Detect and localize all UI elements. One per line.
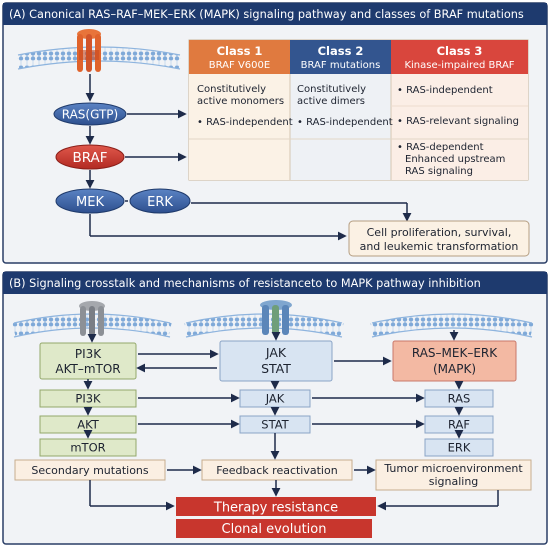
class-2-header: Class 2 BRAF mutations [290, 40, 391, 74]
jak-header-line-1: JAK [265, 345, 287, 360]
mtor-item: mTOR [39, 438, 137, 457]
outcome-line-2: and leukemic transformation [360, 240, 519, 253]
clonal-evolution-box: Clonal evolution [176, 519, 372, 538]
therapy-resistance-label: Therapy resistance [213, 501, 338, 516]
class-1-line-2: active monomers [197, 96, 284, 107]
secondary-mutations-label: Secondary mutations [31, 464, 149, 477]
secondary-mutations-box: Secondary mutations [14, 459, 166, 481]
raf-item: RAF [424, 415, 494, 434]
tumor-microenvironment-box: Tumor microenvironment signaling [375, 459, 532, 491]
erk-node: ERK [129, 188, 191, 214]
panel-b-header-bar [3, 272, 547, 294]
class-3-bullet-1: • RAS-independent [397, 85, 493, 96]
ras-gtp-node: RAS(GTP) [53, 102, 127, 126]
ras-item: RAS [424, 389, 494, 408]
clonal-evolution-label: Clonal evolution [222, 522, 327, 537]
akt-item-label: AKT [77, 418, 100, 432]
class-1-line-1: Constitutively [197, 84, 266, 95]
pi3k-item: PI3K [39, 389, 137, 408]
panel-b: (B) Signaling crosstalk and mechanisms o… [2, 271, 548, 545]
akt-item: AKT [39, 415, 137, 434]
class-3-header: Class 3 Kinase-impaired BRAF [391, 40, 528, 74]
ras-item-label: RAS [448, 392, 471, 406]
class-2-title: Class 2 [318, 44, 364, 58]
braf-label: BRAF [72, 150, 107, 166]
class-2-line-2: active dimers [297, 96, 365, 107]
class-1-subtitle: BRAF V600E [209, 60, 270, 71]
tme-line-2: signaling [429, 475, 479, 488]
stat-item-label: STAT [261, 418, 289, 432]
outcome-line-1: Cell proliferation, survival, [367, 226, 512, 239]
jak-item-label: JAK [265, 392, 285, 406]
raf-item-label: RAF [448, 418, 470, 432]
receptor-gray-icon [79, 301, 105, 336]
mek-label: MEK [76, 195, 104, 210]
pi3k-akt-mtor-box: PI3K AKT–mTOR [39, 342, 137, 380]
panel-b-title: (B) Signaling crosstalk and mechanisms o… [9, 277, 481, 290]
pi3k-item-label: PI3K [75, 392, 101, 406]
mapk-header-box: RAS–MEK–ERK (MAPK) [392, 340, 517, 382]
proliferation-outcome-box: Cell proliferation, survival, and leukem… [348, 220, 530, 257]
feedback-reactivation-label: Feedback reactivation [216, 464, 337, 477]
therapy-resistance-box: Therapy resistance [176, 497, 376, 516]
erk-label: ERK [147, 195, 173, 210]
mapk-header-line-1: RAS–MEK–ERK [412, 346, 498, 360]
receptor-icon [77, 29, 101, 72]
braf-class-table: Class 1 BRAF V600E Class 2 BRAF mutation… [188, 39, 529, 181]
class-3-subtitle: Kinase-impaired BRAF [404, 60, 514, 71]
class-3-bullet-3: • RAS-dependent [397, 142, 484, 153]
receptor-jak-icon [260, 300, 292, 335]
mtor-item-label: mTOR [70, 441, 105, 455]
class-2-line-1: Constitutively [297, 84, 366, 95]
panel-a-arrows [85, 74, 412, 241]
class-3-bullet-2: • RAS-relevant signaling [397, 116, 519, 127]
class-1-title: Class 1 [217, 44, 263, 58]
ras-gtp-label: RAS(GTP) [62, 108, 118, 122]
mek-node: MEK [55, 188, 125, 214]
feedback-reactivation-box: Feedback reactivation [201, 459, 353, 481]
panel-a: (A) Canonical RAS–RAF–MEK–ERK (MAPK) sig… [2, 2, 548, 264]
class-3-bullet-3-line-3: RAS signaling [405, 166, 473, 177]
jak-item: JAK [239, 389, 311, 408]
mapk-header-line-2: (MAPK) [433, 362, 476, 376]
class-1-header: Class 1 BRAF V600E [189, 40, 290, 74]
pi3k-header-line-1: PI3K [75, 347, 102, 361]
erk-item-label: ERK [448, 441, 471, 455]
jak-stat-box: JAK STAT [219, 340, 333, 382]
panel-a-title: (A) Canonical RAS–RAF–MEK–ERK (MAPK) sig… [9, 8, 524, 21]
class-2-subtitle: BRAF mutations [301, 60, 381, 71]
class-3-title: Class 3 [437, 44, 483, 58]
braf-node: BRAF [55, 144, 125, 170]
class-1-bullet: • RAS-independent [197, 117, 293, 128]
panel-b-arrows [83, 330, 499, 511]
class-2-bullet: • RAS-independent [297, 117, 393, 128]
panel-a-header-bar [3, 3, 547, 25]
jak-header-line-2: STAT [261, 361, 291, 376]
tme-line-1: Tumor microenvironment [383, 462, 523, 475]
class-3-bullet-3-line-2: Enhanced upstream [405, 154, 505, 165]
stat-item: STAT [239, 415, 311, 434]
pi3k-header-line-2: AKT–mTOR [55, 362, 120, 376]
erk-item: ERK [424, 438, 494, 457]
